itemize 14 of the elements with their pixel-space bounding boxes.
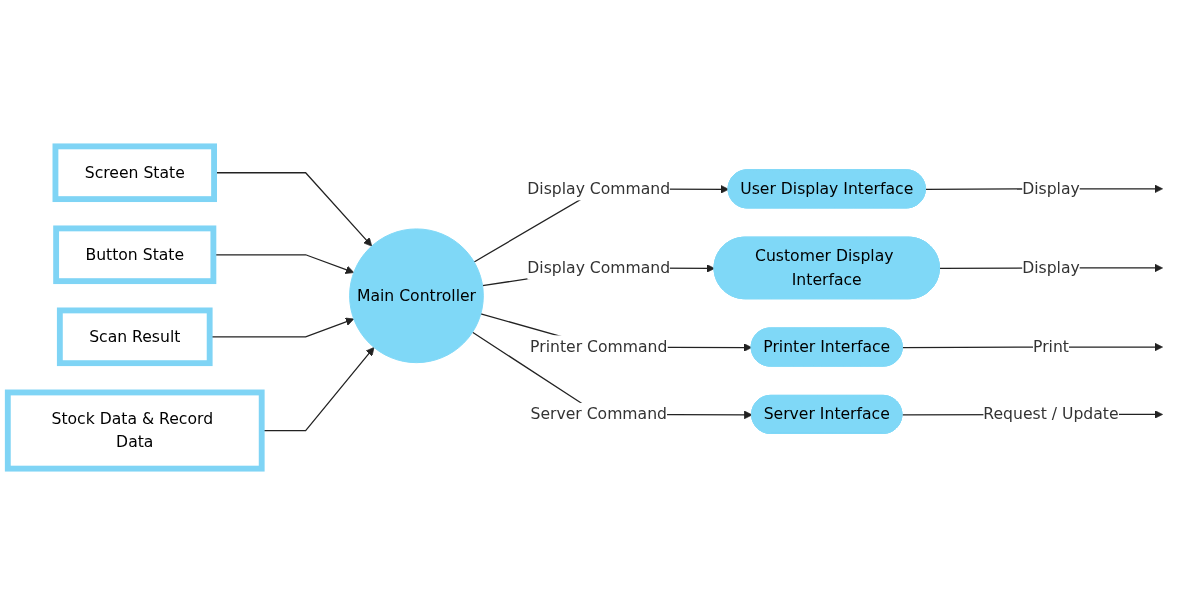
edge-label: Display Command <box>527 258 671 277</box>
node-box: Scan Result <box>56 307 213 367</box>
edge-label: Display <box>1022 179 1080 198</box>
edge-label: Display <box>1022 258 1080 277</box>
node-box: Button State <box>53 225 217 285</box>
edge-label: Print <box>1032 337 1069 356</box>
edge-label: Printer Command <box>530 337 668 356</box>
node-circle: Main Controller <box>349 228 484 364</box>
edge-label: Display Command <box>527 179 671 198</box>
node-box: Screen State <box>52 143 217 203</box>
node-box: Stock Data & Record Data <box>4 389 265 472</box>
edge-label: Request / Update <box>983 404 1119 424</box>
arrow <box>471 331 753 420</box>
edge-label: Server Command <box>530 404 667 424</box>
